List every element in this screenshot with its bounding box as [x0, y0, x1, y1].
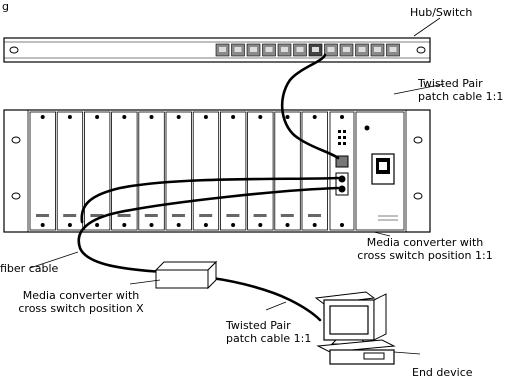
rack-module-screw [285, 115, 290, 119]
hub-port-socket [219, 47, 226, 52]
rack-module-screw [149, 115, 154, 119]
rack-module-slot [219, 111, 247, 231]
hub-port-socket [389, 47, 397, 52]
rack-module-label-mark [90, 214, 104, 217]
rack-module-screw [258, 223, 263, 227]
rack-chassis [3, 109, 431, 233]
twisted-pair-cable-bottom [210, 276, 322, 322]
end-device-computer [314, 291, 396, 365]
rack-module-slot [56, 111, 84, 231]
hub-port-socket [358, 47, 366, 52]
media-converter-x-label-line1: Media converter with [22, 289, 140, 302]
rack-module-label-mark [117, 214, 131, 217]
hub-port-socket [343, 47, 350, 52]
rack-module-label-mark [253, 214, 267, 217]
twisted-pair-cable-top [280, 53, 340, 160]
rack-module-screw [231, 115, 236, 119]
media-converter-x-label-line2: cross switch position X [18, 302, 144, 315]
rack-module-screw [258, 115, 263, 119]
rack-module-screw [122, 223, 127, 227]
rack-module-screw [312, 115, 317, 119]
rack-module-screw [95, 115, 100, 119]
fiber-cable [77, 186, 340, 274]
twisted-pair-top-label-line1: Twisted Pair [418, 77, 483, 90]
leader-lines [29, 17, 445, 355]
hub-port-socket [265, 47, 273, 52]
rack-module-slot [301, 111, 328, 231]
rack-module-label-mark [226, 214, 240, 217]
rack-module-screw [312, 223, 317, 227]
twisted-pair-bottom-label-line1: Twisted Pair [226, 319, 291, 332]
rack-module-screw [203, 115, 208, 119]
rack-module-screw [67, 223, 72, 227]
cables [77, 53, 340, 322]
media-converter-rack-label-line1: Media converter with [366, 236, 484, 249]
rack-module-label-mark [36, 214, 49, 217]
rack-module-screw [122, 115, 127, 119]
hub-port-socket [234, 47, 242, 52]
hub-port-socket [312, 47, 319, 52]
media-converter-rack-label-line2: cross switch position 1:1 [357, 249, 493, 262]
rack-module-label-mark [280, 214, 294, 217]
rack-module-label-mark [199, 214, 213, 217]
rack-module-slot [247, 111, 274, 231]
rack-module-screw [40, 223, 45, 227]
fiber-cable-label: fiber cable [0, 262, 59, 275]
rack-module-screw [285, 223, 290, 227]
rack-module-slot [192, 111, 220, 231]
rack-modules [29, 111, 328, 231]
rack-module-slot [84, 111, 111, 231]
caption-fragment: g [2, 0, 9, 13]
rack-module-slot [138, 111, 165, 231]
rack-module-slot [29, 111, 56, 231]
rack-module-screw [176, 115, 181, 119]
rack-module-screw [203, 223, 208, 227]
rack-media-converter [329, 111, 355, 231]
end-device-label: End device [412, 366, 473, 379]
rack-module-screw [149, 223, 154, 227]
twisted-pair-bottom-label-line2: patch cable 1:1 [226, 332, 312, 345]
rack-module-label-mark [144, 214, 158, 217]
rack-module-label-mark [308, 214, 321, 217]
hub-port-socket [296, 47, 304, 52]
hub-port-socket [374, 47, 381, 52]
cable-hub-to-module-connector [80, 176, 340, 224]
twisted-pair-top-label-line2: patch cable 1:1 [418, 90, 504, 103]
rack-module-label-mark [63, 214, 77, 217]
media-converter-x-box [154, 260, 218, 290]
hub-port-socket [250, 47, 257, 52]
rack-module-slot [274, 111, 301, 231]
rack-module-screw [40, 115, 45, 119]
hub-switch [3, 37, 431, 63]
rack-module-screw [176, 223, 181, 227]
rack-module-screw [95, 223, 100, 227]
hub-switch-label: Hub/Switch [410, 6, 473, 19]
hub-port-socket [327, 47, 335, 52]
rack-module-screw [231, 223, 236, 227]
power-supply-module [355, 111, 405, 231]
rack-module-label-mark [172, 214, 185, 217]
hub-port-socket [281, 47, 288, 52]
hub-ports [215, 43, 400, 57]
rack-module-slot [165, 111, 192, 231]
rack-module-screw [67, 115, 72, 119]
